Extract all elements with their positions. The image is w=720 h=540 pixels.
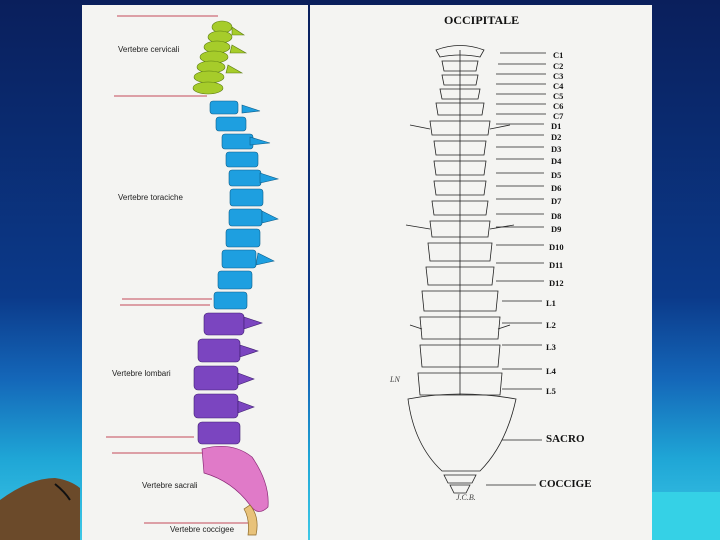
vertebra-label: D12 (549, 278, 564, 288)
label-cervical: Vertebre cervicali (118, 45, 180, 54)
region-guide-lines (106, 15, 250, 524)
vertebra-label: C3 (553, 71, 564, 81)
vertebra-label: C5 (553, 91, 564, 101)
vertebra-label: D8 (551, 211, 562, 221)
vertebra-label: D7 (551, 196, 562, 206)
vertebra-label: D3 (551, 144, 562, 154)
line-spine-page: OCCIPITALE (310, 5, 652, 540)
hill-shape (0, 478, 80, 540)
label-lumbar: Vertebre lombari (112, 369, 171, 378)
vertebra-label: D5 (551, 170, 562, 180)
vertebra-label: C2 (553, 61, 564, 71)
lumbar-vertebrae (193, 312, 263, 445)
vertebra-label: L4 (546, 366, 556, 376)
vertebra-label: C4 (553, 81, 564, 91)
thoracic-vertebrae (209, 100, 280, 310)
vertebra-label: D9 (551, 224, 562, 234)
coccyx-colored (243, 504, 258, 536)
sacrum-colored (201, 446, 269, 512)
vertebra-leader-lines (486, 52, 546, 486)
label-coccige: COCCIGE (539, 478, 592, 490)
label-occipitale: OCCIPITALE (444, 13, 520, 27)
label-sacral: Vertebre sacrali (142, 481, 198, 490)
vertebra-label: C1 (553, 50, 564, 60)
vertebra-label: C7 (553, 111, 564, 121)
margin-note: LN (390, 375, 400, 384)
teal-band-right (652, 492, 720, 540)
vertebra-label: D10 (549, 242, 564, 252)
label-coccygeal: Vertebre coccigee (170, 525, 235, 534)
vertebra-label: L3 (546, 342, 556, 352)
vertebra-label: L5 (546, 386, 556, 396)
vertebra-label: L1 (546, 298, 556, 308)
cervical-vertebrae (192, 20, 248, 95)
vertebra-label: D4 (551, 156, 562, 166)
vertebra-label: D6 (551, 183, 562, 193)
colored-spine-figure (106, 15, 280, 536)
label-thoracic: Vertebre toraciche (118, 193, 183, 202)
line-spine-figure (405, 45, 546, 494)
colored-spine-page: Vertebre cervicali Vertebre toraciche Ve… (82, 5, 308, 540)
vertebra-label: D2 (551, 132, 562, 142)
vertebra-label: D1 (551, 121, 562, 131)
hill-stroke (54, 483, 71, 501)
vertebral-column-drawing (405, 45, 517, 494)
illustrator-signature: J.C.B. (456, 493, 476, 502)
label-sacro: SACRO (546, 433, 585, 445)
vertebra-label: L2 (546, 320, 556, 330)
vertebra-label: D11 (549, 260, 564, 270)
vertebra-label: C6 (553, 101, 564, 111)
